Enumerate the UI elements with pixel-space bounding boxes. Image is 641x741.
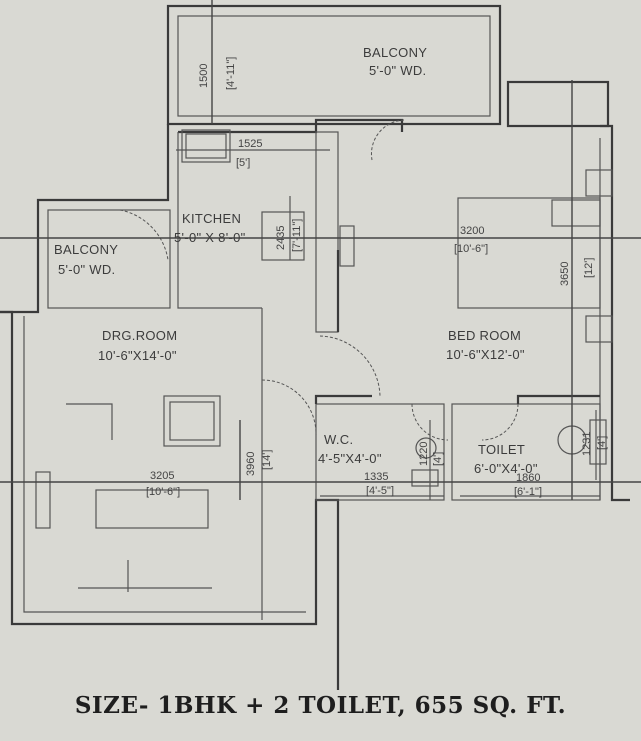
kitchen-depth-ft: [7'-11"] <box>291 219 303 252</box>
bed-width-ft: [10'-6"] <box>454 243 488 255</box>
drg-width-ft: [10'-6"] <box>146 486 180 498</box>
balcony-left-name: BALCONY <box>54 242 118 257</box>
kitchen-name: KITCHEN <box>182 211 241 226</box>
toilet-name: TOILET <box>478 442 525 457</box>
balcony-left-size: 5'-0" WD. <box>58 262 115 277</box>
toilet-width-mm: 1860 <box>516 472 540 484</box>
furniture <box>35 395 607 592</box>
walls <box>0 4 630 690</box>
drawing-room-size: 10'-6"X14'-0" <box>98 348 177 363</box>
kitchen-size: 5'-0" X 8'-0" <box>174 230 246 245</box>
bed-width-mm: 3200 <box>460 225 484 237</box>
wc-size: 4'-5"X4'-0" <box>318 451 382 466</box>
bed-depth-mm: 3650 <box>559 262 571 286</box>
bed-room-name: BED ROOM <box>448 328 521 343</box>
wc-name: W.C. <box>324 432 353 447</box>
kitchen-width-mm: 1525 <box>238 138 262 150</box>
bed-depth-ft: [12'] <box>583 258 595 278</box>
kitchen-depth-mm: 2435 <box>275 226 287 250</box>
drawing-room-name: DRG.ROOM <box>102 328 177 343</box>
balcony-top-size: 5'-0" WD. <box>369 63 426 78</box>
wc-width-mm: 1335 <box>364 471 388 483</box>
dimension-lines <box>0 0 641 500</box>
drg-depth-mm: 3960 <box>245 452 257 476</box>
toilet-width-ft: [6'-1"] <box>514 486 542 498</box>
doors <box>119 119 519 441</box>
balcony-top-depth-ft: [4'-11"] <box>225 57 237 90</box>
wc-width-ft: [4'-5"] <box>366 485 394 497</box>
bed-room-size: 10'-6"X12'-0" <box>446 347 525 362</box>
balcony-top-depth-mm: 1500 <box>198 64 210 88</box>
toilet-depth-ft: [4'] <box>596 436 608 450</box>
balcony-top-name: BALCONY <box>363 45 427 60</box>
drg-width-mm: 3205 <box>150 470 174 482</box>
size-caption: SIZE- 1BHK + 2 TOILET, 655 SQ. FT. <box>74 692 567 719</box>
drg-depth-ft: [14'] <box>261 450 273 470</box>
kitchen-width-ft: [5'] <box>236 157 250 169</box>
toilet-depth-mm: 1231 <box>581 432 593 456</box>
toilet-size: 6'-0"X4'-0" <box>474 461 538 476</box>
wc-depth-mm: 1220 <box>418 442 430 466</box>
wc-depth-ft: [4'] <box>432 452 444 466</box>
